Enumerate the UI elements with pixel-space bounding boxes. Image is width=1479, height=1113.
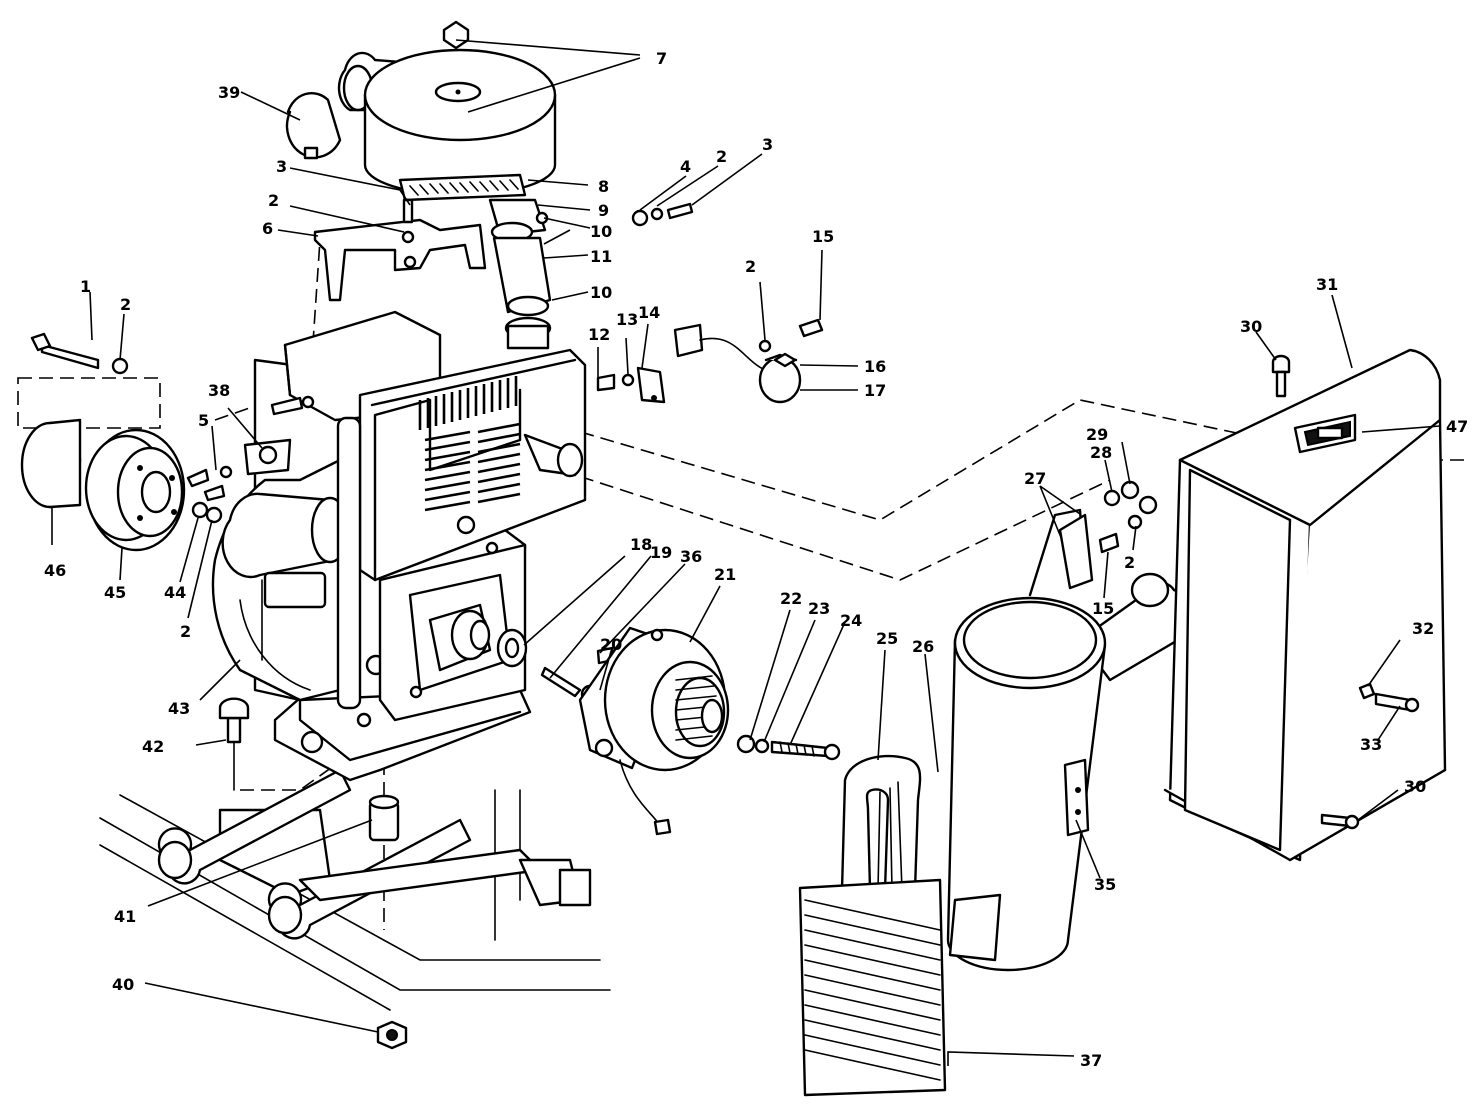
callout-18: 18	[630, 535, 652, 554]
ignition-switch-assembly	[596, 318, 824, 404]
callout-27: 27	[1024, 469, 1046, 488]
engine-mount-frame	[99, 697, 611, 1050]
engine	[211, 310, 587, 782]
callout-39: 39	[218, 83, 240, 102]
callout-15: 15	[1092, 599, 1114, 618]
callout-33: 33	[1360, 735, 1382, 754]
callout-7: 7	[656, 49, 667, 68]
callout-4: 4	[680, 157, 691, 176]
callout-36: 36	[680, 547, 702, 566]
callout-17: 17	[864, 381, 886, 400]
callout-2: 2	[1124, 553, 1135, 572]
callout-14: 14	[638, 303, 660, 322]
callout-2: 2	[120, 295, 131, 314]
pulley-group-left	[20, 332, 315, 552]
callout-26: 26	[912, 637, 934, 656]
callout-28: 28	[1090, 443, 1112, 462]
callout-46: 46	[44, 561, 66, 580]
callout-24: 24	[840, 611, 862, 630]
callout-30: 30	[1404, 777, 1426, 796]
callout-42: 42	[142, 737, 164, 756]
callout-38: 38	[208, 381, 230, 400]
intake-hose	[490, 221, 552, 350]
callout-32: 32	[1412, 619, 1434, 638]
callout-13: 13	[616, 310, 638, 329]
callout-29: 29	[1086, 425, 1108, 444]
callout-22: 22	[780, 589, 802, 608]
muffler-housing	[1163, 348, 1447, 862]
drive-belt	[840, 754, 922, 892]
callout-30: 30	[1240, 317, 1262, 336]
callout-25: 25	[876, 629, 898, 648]
callout-1: 1	[80, 277, 91, 296]
callout-37: 37	[1080, 1051, 1102, 1070]
callout-45: 45	[104, 583, 126, 602]
callout-20: 20	[600, 635, 622, 654]
callout-2: 2	[745, 257, 756, 276]
callout-35: 35	[1094, 875, 1116, 894]
clutch-pulley-assembly	[496, 626, 841, 836]
muffler-assembly	[946, 480, 1197, 972]
callout-9: 9	[598, 201, 609, 220]
cooling-fins	[418, 376, 521, 512]
callout-11: 11	[590, 247, 612, 266]
callout-12: 12	[588, 325, 610, 344]
callout-2: 2	[268, 191, 279, 210]
callout-10: 10	[590, 222, 612, 241]
callout-41: 41	[114, 907, 136, 926]
callout-labels: 1 2 2 2 2 2 2 3 3 4 5 6 7 8 9 10 10 11 1…	[44, 49, 1468, 1070]
callout-2: 2	[180, 622, 191, 641]
bracket	[313, 198, 487, 302]
callout-8: 8	[598, 177, 609, 196]
callout-16: 16	[864, 357, 886, 376]
leader-lines	[51, 39, 1441, 1066]
callout-15: 15	[812, 227, 834, 246]
callout-19: 19	[650, 543, 672, 562]
callout-43: 43	[168, 699, 190, 718]
callout-5: 5	[198, 411, 209, 430]
grille-screen	[798, 878, 947, 1097]
callout-40: 40	[112, 975, 134, 994]
callout-6: 6	[262, 219, 273, 238]
callout-2: 2	[716, 147, 727, 166]
callout-31: 31	[1316, 275, 1338, 294]
callout-3: 3	[276, 157, 287, 176]
callout-21: 21	[714, 565, 736, 584]
callout-10: 10	[590, 283, 612, 302]
callout-23: 23	[808, 599, 830, 618]
callout-3: 3	[762, 135, 773, 154]
callout-47: 47	[1446, 417, 1468, 436]
air-cleaner	[285, 20, 557, 237]
callout-44: 44	[164, 583, 186, 602]
